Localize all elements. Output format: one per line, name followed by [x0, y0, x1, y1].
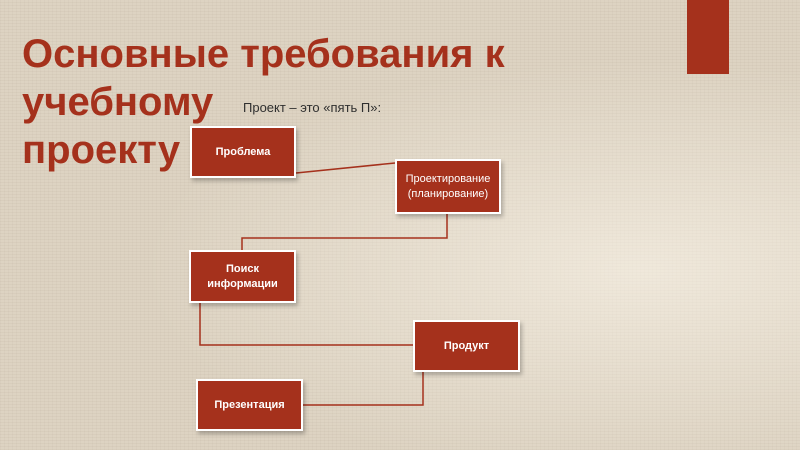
connector-product-presentation [303, 372, 424, 406]
node-product: Продукт [413, 320, 520, 372]
node-search: Поиск информации [189, 250, 296, 303]
node-presentation: Презентация [196, 379, 303, 431]
connector-search-product [199, 303, 413, 346]
node-design: Проектирование (планирование) [395, 159, 501, 214]
accent-block [687, 0, 729, 74]
connector-problem-design [295, 162, 396, 174]
node-problem: Проблема [190, 126, 296, 178]
slide-title: Основные требования к учебному проекту [22, 32, 505, 172]
connector-design-search [241, 214, 448, 250]
slide-subtitle: Проект – это «пять П»: [243, 100, 382, 115]
